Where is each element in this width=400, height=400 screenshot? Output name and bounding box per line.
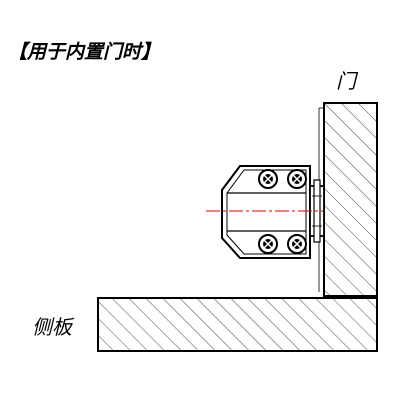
side-panel — [97, 297, 378, 352]
door — [318, 102, 378, 297]
diagram-title: 【用于内置门时】 — [8, 41, 160, 63]
screw-icon — [287, 169, 307, 189]
side-panel-label: 侧板 — [32, 315, 75, 339]
screw-icon — [258, 234, 278, 254]
screw-icon — [287, 234, 307, 254]
screw-icon — [258, 169, 278, 189]
hinge — [221, 165, 325, 259]
door-label: 门 — [336, 69, 359, 93]
